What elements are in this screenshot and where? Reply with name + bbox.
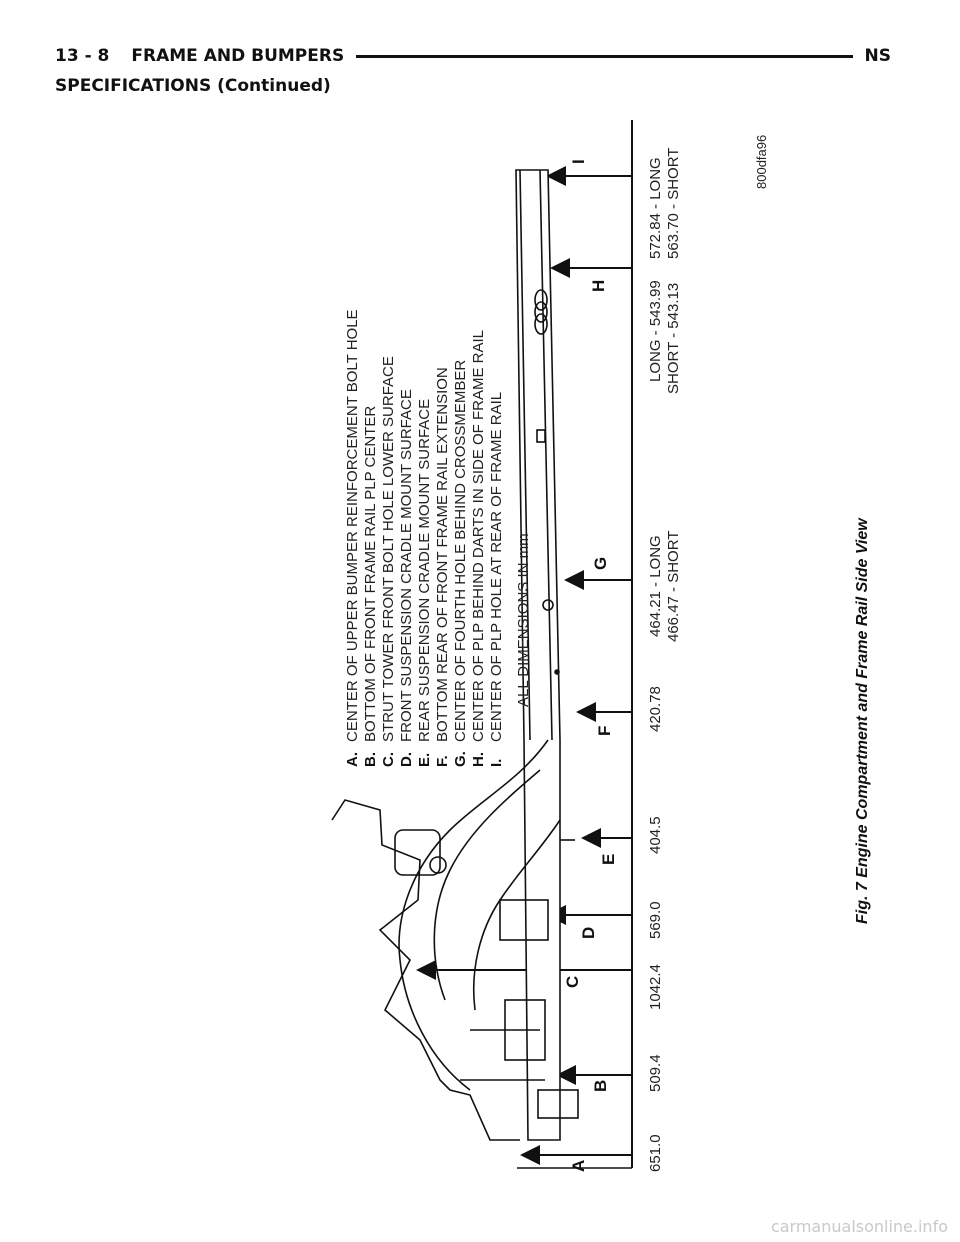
point-letter-c: C — [563, 976, 582, 988]
point-letter-g: G — [591, 557, 610, 570]
units-note: ALL DIMENSIONS IN mm — [515, 533, 532, 707]
legend-letter-i: I. — [488, 759, 505, 767]
rail-dart-2 — [534, 301, 548, 323]
frame-rail-drawing — [331, 169, 579, 1141]
dim-g-short: 466.47 - SHORT — [665, 531, 682, 642]
legend-text-c: STRUT TOWER FRONT BOLT HOLE LOWER SURFAC… — [380, 356, 397, 742]
point-letter-d: D — [579, 927, 598, 939]
figure-caption: Fig. 7 Engine Compartment and Frame Rail… — [854, 517, 871, 924]
point-letter-f: F — [595, 726, 614, 736]
legend-letter-f: F. — [434, 755, 451, 767]
rail-dart-1 — [534, 289, 548, 311]
dim-h-short: SHORT - 543.13 — [665, 283, 682, 394]
legend-letter-b: B. — [362, 752, 379, 767]
legend-text-h: CENTER OF PLP BEHIND DARTS IN SIDE OF FR… — [470, 330, 487, 742]
rail-dart-3 — [534, 313, 548, 335]
dim-b: 509.4 — [647, 1054, 664, 1092]
header-rule — [356, 54, 853, 58]
frame-rail-outline — [515, 169, 561, 1141]
wheelhouse-arch-inner — [433, 769, 541, 1001]
legend-text-b: BOTTOM OF FRONT FRAME RAIL PLP CENTER — [362, 406, 379, 742]
dim-d: 569.0 — [647, 901, 664, 939]
legend: A. CENTER OF UPPER BUMPER REINFORCEMENT … — [344, 309, 532, 767]
rail-slot — [536, 429, 546, 443]
legend-letter-e: E. — [416, 753, 433, 767]
watermark: carmanualsonline.info — [770, 1217, 948, 1236]
figure-code: 800dfa96 — [754, 135, 769, 189]
dimension-values: 651.0 509.4 1042.4 569.0 404.5 420.78 46… — [647, 148, 682, 1172]
point-letter-h: H — [589, 280, 608, 292]
dim-i-short: 563.70 - SHORT — [665, 148, 682, 259]
dim-f: 420.78 — [647, 686, 664, 732]
dim-a: 651.0 — [647, 1134, 664, 1172]
page-number: 13 - 8 — [55, 46, 110, 66]
apron-outline — [331, 799, 520, 1141]
legend-text-a: CENTER OF UPPER BUMPER REINFORCEMENT BOL… — [344, 309, 361, 742]
cradle-mount-front — [499, 899, 549, 941]
model-code: NS — [864, 46, 891, 66]
dimension-arrows — [416, 166, 632, 1165]
rail-hole-small — [554, 669, 560, 675]
legend-text-f: BOTTOM REAR OF FRONT FRAME RAIL EXTENSIO… — [434, 367, 451, 742]
subheading: SPECIFICATIONS (Continued) — [55, 76, 331, 96]
legend-text-d: FRONT SUSPENSION CRADLE MOUNT SURFACE — [398, 389, 415, 742]
dim-i-long: 572.84 - LONG — [647, 157, 664, 259]
rail-hole-g — [542, 599, 554, 611]
dim-c: 1042.4 — [647, 964, 664, 1010]
legend-text-g: CENTER OF FOURTH HOLE BEHIND CROSSMEMBER — [452, 360, 469, 742]
wheelhouse-arch-outer — [398, 739, 549, 1091]
legend-text-i: CENTER OF PLP HOLE AT REAR OF FRAME RAIL — [488, 392, 505, 742]
point-letter-e: E — [599, 854, 618, 865]
point-letter-a: A — [569, 1160, 588, 1172]
section-title: FRAME AND BUMPERS — [131, 46, 345, 66]
legend-letter-g: G. — [452, 751, 469, 767]
strut-bolt-hole — [429, 856, 447, 874]
rail-inner-line — [539, 169, 553, 741]
rail-edge-line — [519, 169, 531, 741]
legend-text-e: REAR SUSPENSION CRADLE MOUNT SURFACE — [416, 399, 433, 742]
point-letter-i: I — [569, 159, 588, 164]
strut-tower-top — [394, 829, 441, 876]
legend-letter-d: D. — [398, 752, 415, 767]
legend-letter-h: H. — [470, 752, 487, 767]
point-letters: A B C D E F G H I — [563, 159, 618, 1172]
legend-letter-c: C. — [380, 752, 397, 767]
point-letter-b: B — [591, 1080, 610, 1092]
page-header: 13 - 8 FRAME AND BUMPERS NS — [55, 44, 905, 68]
rotated-annotations: A. CENTER OF UPPER BUMPER REINFORCEMENT … — [344, 135, 871, 1172]
dim-h-long: LONG - 543.99 — [647, 280, 664, 382]
dim-g-long: 464.21 - LONG — [647, 535, 664, 637]
dim-e: 404.5 — [647, 816, 664, 854]
bumper-bracket — [537, 1089, 579, 1119]
legend-letter-a: A. — [344, 752, 361, 767]
